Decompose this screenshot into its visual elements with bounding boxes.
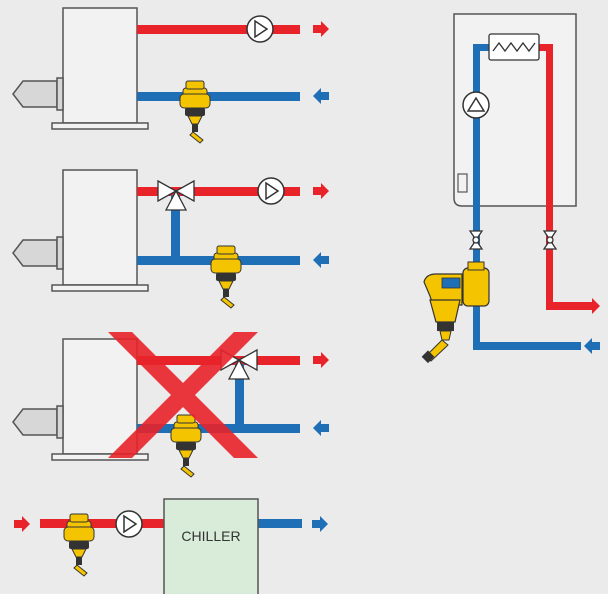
boiler-unit-2 xyxy=(62,169,138,286)
flow-arrow-icon xyxy=(313,21,329,37)
boiler-unit-3 xyxy=(62,338,138,455)
boiler-circuit-2 xyxy=(12,169,329,309)
flow-arrow-icon xyxy=(313,420,329,436)
dirt-separator-icon xyxy=(63,513,95,577)
heat-exchanger-icon xyxy=(488,33,540,61)
burner-icon xyxy=(12,405,64,439)
boiler-base-1 xyxy=(51,122,149,130)
boiler-base-2 xyxy=(51,284,149,292)
pump-icon xyxy=(115,510,143,538)
cold-return-pipe xyxy=(137,92,300,101)
chiller-unit xyxy=(163,498,259,594)
boiler-supply-outlet xyxy=(546,302,590,310)
flow-arrow-icon xyxy=(313,88,329,104)
pump-icon xyxy=(257,177,285,205)
shutoff-valve-icon xyxy=(469,230,483,250)
flow-arrow-icon xyxy=(312,516,328,532)
flow-arrow-icon xyxy=(14,516,30,532)
flow-arrow-icon xyxy=(313,183,329,199)
flow-arrow-icon xyxy=(313,352,329,368)
burner-icon xyxy=(12,77,64,111)
dirt-separator-icon xyxy=(210,245,242,309)
boiler-circuit-1 xyxy=(12,7,329,144)
supply-pipe-chiller xyxy=(40,519,164,528)
boiler-supply-pipe xyxy=(546,48,553,306)
bypass-pipe xyxy=(235,364,244,426)
chiller-label: CHILLER xyxy=(181,528,240,544)
dirt-separator-icon xyxy=(421,261,490,364)
three-way-valve-icon xyxy=(157,179,195,211)
dirt-separator-icon xyxy=(170,414,202,478)
boiler-circuit-3-incorrect xyxy=(12,332,329,478)
heat-exchanger-link-right xyxy=(537,44,553,51)
dirt-separator-icon xyxy=(179,80,211,144)
heat-exchanger-link-left xyxy=(473,44,491,51)
burner-icon xyxy=(12,236,64,270)
flow-arrow-icon xyxy=(584,338,600,354)
cross-mark-icon xyxy=(108,332,258,458)
bypass-pipe xyxy=(171,195,180,257)
boiler-unit-1 xyxy=(62,7,138,124)
wall-boiler-unit xyxy=(453,13,577,207)
flow-arrow-icon xyxy=(584,298,600,314)
pump-icon xyxy=(246,15,274,43)
flow-arrow-icon xyxy=(313,252,329,268)
boiler-return-pipe xyxy=(473,48,480,350)
boiler-base-3 xyxy=(51,453,149,461)
pump-icon xyxy=(462,91,490,119)
hot-supply-pipe xyxy=(137,25,300,34)
shutoff-valve-icon xyxy=(543,230,557,250)
boiler-return-inlet xyxy=(473,342,581,350)
wall-boiler-circuit xyxy=(421,13,600,364)
boiler-display xyxy=(457,173,468,193)
chiller-circuit: CHILLER xyxy=(14,498,328,594)
return-pipe-chiller xyxy=(258,519,302,528)
hot-supply-pipe xyxy=(137,187,300,196)
